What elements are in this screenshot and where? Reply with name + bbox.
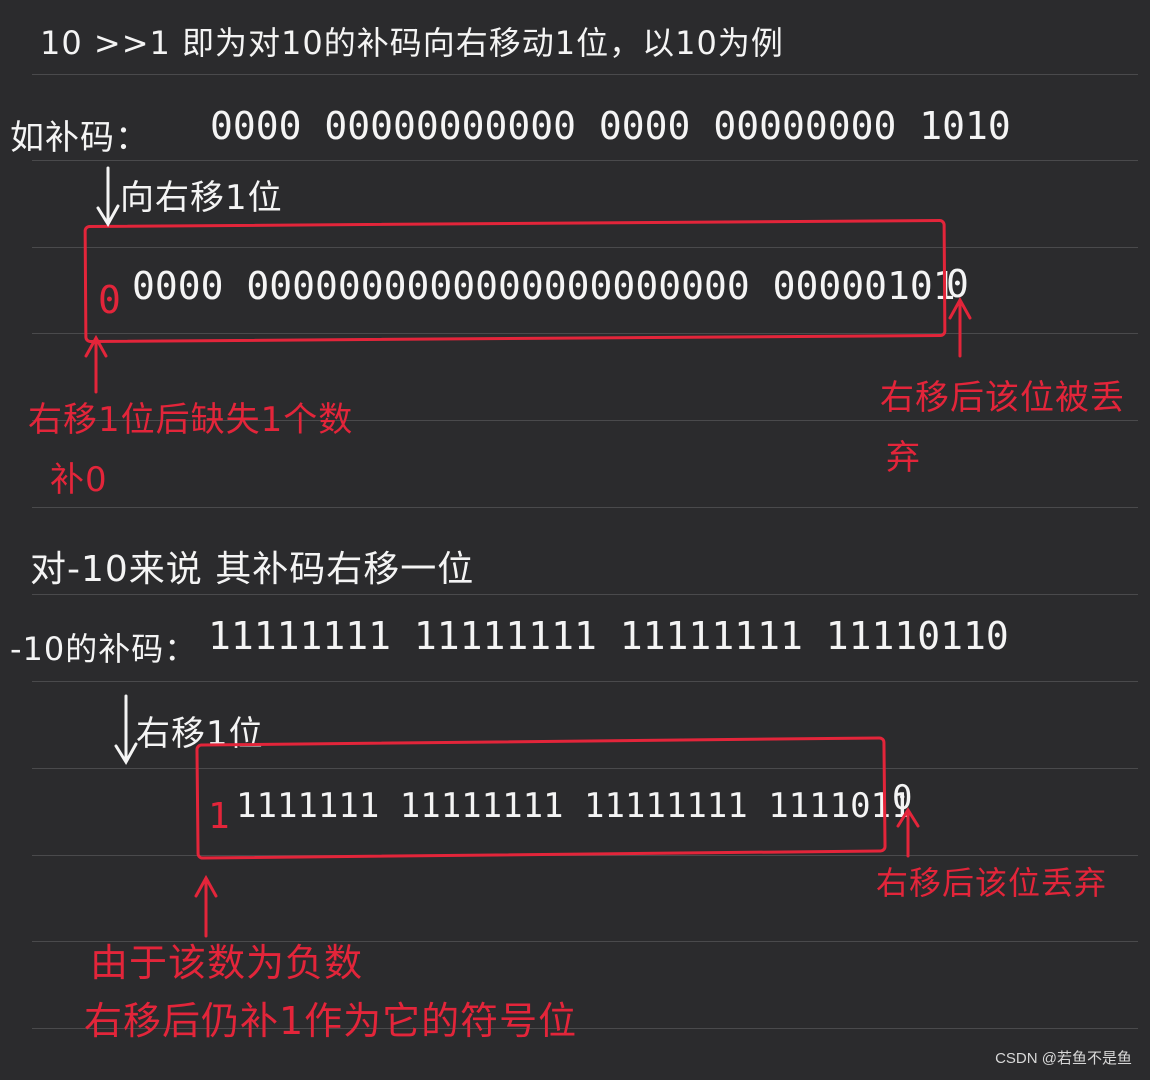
negative-complement-bits: 11111111 11111111 11111111 11110110: [208, 614, 1009, 658]
ruled-line: [32, 507, 1138, 508]
negative-complement-label: -10的补码：: [10, 630, 198, 668]
annotation-pad-zero-2: 补0: [50, 460, 108, 500]
ruled-line: [32, 333, 1138, 334]
padded-one-bit: 1: [208, 796, 230, 837]
up-arrow-icon: [896, 807, 920, 858]
up-arrow-icon: [948, 296, 972, 358]
dropped-bit-positive: 0: [946, 262, 969, 306]
shift-right-label-2: 右移1位: [136, 714, 264, 754]
padded-zero-bit: 0: [98, 278, 121, 322]
ruled-line: [32, 420, 1138, 421]
note-title-line: 10 >>1 即为对10的补码向右移动1位，以10为例: [40, 24, 784, 62]
shift-right-label: 向右移1位: [120, 178, 283, 218]
shifted-bits-positive: 0000 0000000000000000000000 00000101: [132, 264, 956, 308]
ruled-line: [32, 681, 1138, 682]
annotation-dropped-1: 右移后该位被丢: [880, 378, 1125, 418]
ruled-line: [32, 594, 1138, 595]
annotation-pad-zero-1: 右移1位后缺失1个数: [28, 400, 354, 440]
annotation-negative-2: 右移后仍补1作为它的符号位: [84, 999, 578, 1043]
dropped-bit-negative: 0: [892, 778, 913, 818]
ruled-line: [32, 160, 1138, 161]
shifted-bits-negative: 1111111 11111111 11111111 1111011: [236, 786, 912, 826]
annotation-dropped-3: 右移后该位丢弃: [876, 864, 1108, 902]
down-arrow-icon: [114, 694, 138, 765]
ruled-line: [32, 1028, 1138, 1029]
complement-label: 如补码：: [10, 118, 150, 158]
ruled-line: [32, 855, 1138, 856]
annotation-dropped-2: 弃: [886, 438, 921, 478]
negative-example-heading: 对-10来说 其补码右移一位: [30, 549, 475, 590]
up-arrow-icon: [194, 874, 218, 938]
up-arrow-icon: [84, 334, 108, 394]
ruled-line: [32, 768, 1138, 769]
ruled-line: [32, 941, 1138, 942]
csdn-watermark: CSDN @若鱼不是鱼: [995, 1050, 1132, 1067]
ruled-line: [32, 247, 1138, 248]
annotation-negative-1: 由于该数为负数: [90, 941, 364, 985]
ruled-line: [32, 74, 1138, 75]
complement-bits: 0000 00000000000 0000 00000000 1010: [210, 104, 1011, 148]
down-arrow-icon: [96, 166, 120, 227]
